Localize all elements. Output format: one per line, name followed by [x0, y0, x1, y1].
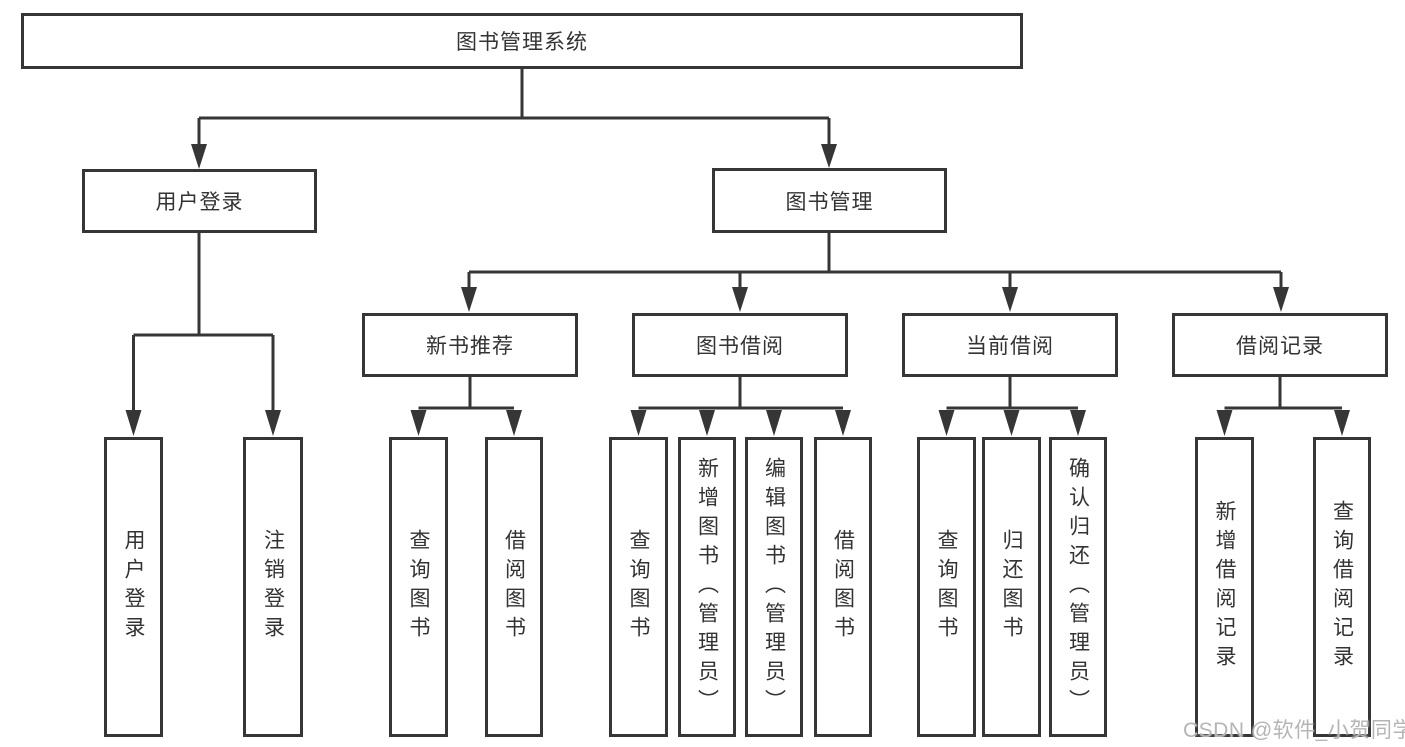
- node-borrowing-records: 借阅记录: [1172, 313, 1388, 377]
- leaf-query-books-borrowing: 查询图书: [609, 437, 668, 737]
- leaf-add-books-admin: 新增图书（管理员）: [678, 437, 736, 737]
- watermark: CSDN @软件_小贺同学: [1183, 719, 1405, 742]
- node-current-borrowing: 当前借阅: [902, 313, 1118, 377]
- node-user-login: 用户登录: [82, 169, 317, 233]
- node-book-borrowing: 图书借阅: [632, 313, 848, 377]
- leaf-confirm-return-admin: 确认归还（管理员）: [1049, 437, 1107, 737]
- node-library-management-system: 图书管理系统: [21, 13, 1023, 69]
- leaf-query-borrow-record: 查询借阅记录: [1313, 437, 1371, 737]
- leaf-query-books-current: 查询图书: [917, 437, 976, 737]
- leaf-edit-books-admin: 编辑图书（管理员）: [745, 437, 803, 737]
- node-book-management: 图书管理: [712, 168, 947, 233]
- leaf-user-login: 用户登录: [104, 437, 163, 737]
- leaf-borrow-books-recommend: 借阅图书: [485, 437, 543, 737]
- node-new-book-recommendation: 新书推荐: [362, 313, 578, 377]
- leaf-logout: 注销登录: [243, 437, 303, 737]
- leaf-borrow-books-borrowing: 借阅图书: [814, 437, 872, 737]
- leaf-add-borrow-record: 新增借阅记录: [1195, 437, 1254, 737]
- leaf-return-books: 归还图书: [982, 437, 1041, 737]
- leaf-query-books-recommend: 查询图书: [389, 437, 448, 737]
